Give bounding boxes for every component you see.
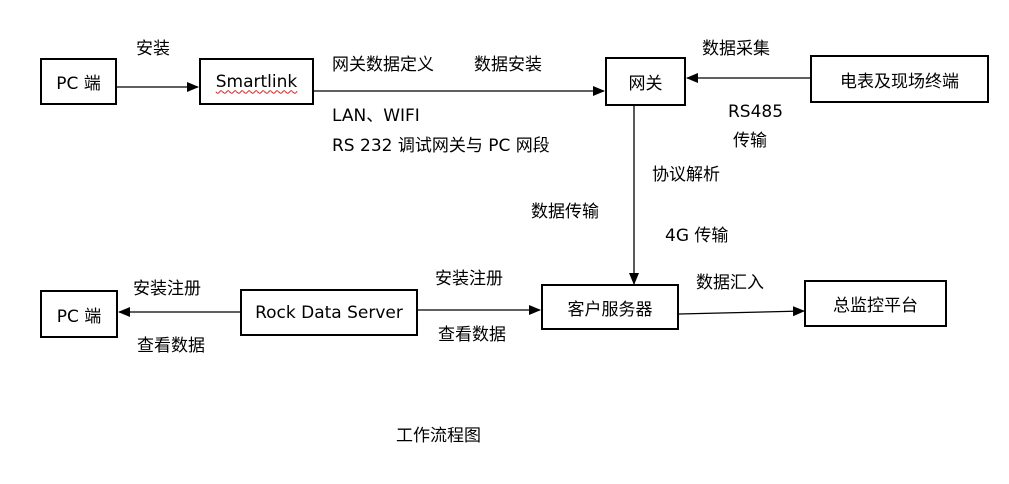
meter-box: 电表及现场终端 — [810, 55, 989, 103]
label-install-reg-left: 安装注册 — [133, 279, 201, 299]
platform-label: 总监控平台 — [833, 296, 918, 316]
client-server-label: 客户服务器 — [567, 299, 653, 320]
label-view-data-mid: 查看数据 — [438, 325, 506, 345]
label-lan-wifi: LAN、WIFI — [332, 106, 420, 126]
arrow-client-server-to-platform — [678, 306, 805, 317]
rock-server-label: Rock Data Server — [255, 302, 403, 323]
smartlink-box: Smartlink — [199, 58, 314, 105]
gateway-label: 网关 — [628, 74, 663, 94]
label-install-reg-mid: 安装注册 — [435, 269, 503, 289]
gateway-box: 网关 — [605, 57, 686, 106]
label-rs232: RS 232 调试网关与 PC 网段 — [332, 136, 550, 156]
label-4g-transfer: 4G 传输 — [665, 226, 729, 246]
meter-label: 电表及现场终端 — [840, 71, 959, 92]
diagram-caption: 工作流程图 — [396, 426, 481, 446]
pc-bottom-box: PC 端 — [40, 290, 118, 338]
smartlink-label: Smartlink — [215, 71, 298, 92]
client-server-box: 客户服务器 — [541, 284, 679, 330]
label-data-transfer: 数据传输 — [531, 202, 599, 222]
label-rs485: RS485 — [728, 102, 784, 122]
label-gateway-def: 网关数据定义 — [332, 55, 434, 75]
pc-top-box: PC 端 — [40, 58, 117, 105]
pc-bottom-label: PC 端 — [56, 306, 102, 327]
platform-box: 总监控平台 — [804, 280, 947, 327]
label-transfer-485: 传输 — [733, 131, 767, 151]
label-install: 安装 — [136, 39, 170, 59]
label-data-merge: 数据汇入 — [696, 273, 764, 293]
label-protocol: 协议解析 — [652, 165, 720, 185]
pc-top-label: PC 端 — [56, 74, 101, 94]
rock-server-box: Rock Data Server — [240, 289, 418, 336]
label-data-collect: 数据采集 — [702, 39, 770, 59]
label-view-data-left: 查看数据 — [137, 336, 205, 356]
label-data-install: 数据安装 — [474, 55, 542, 75]
